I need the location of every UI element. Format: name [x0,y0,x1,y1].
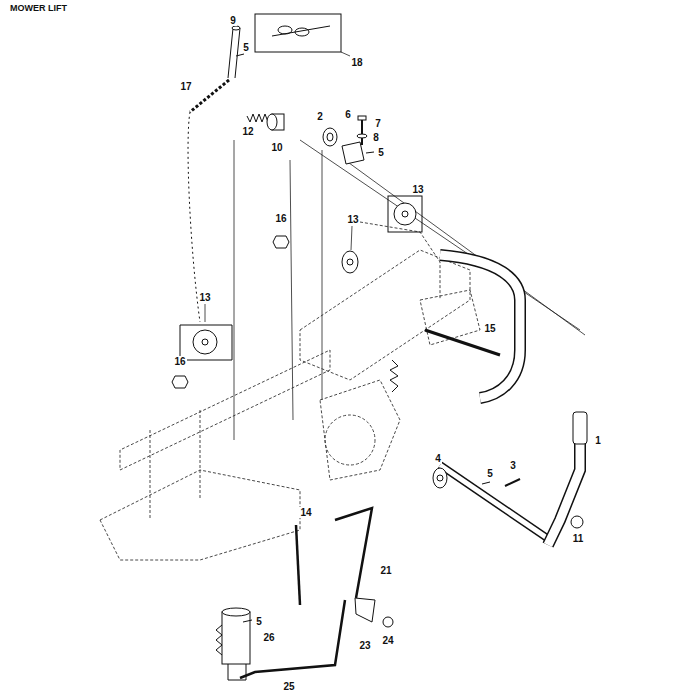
frame-outline [325,415,375,465]
part-drawing [323,128,337,146]
callout-number: 8 [372,132,380,143]
callout-number: 16 [274,213,287,224]
callout-number: 18 [350,57,363,68]
callout-number: 4 [434,453,442,464]
frame-outline [150,410,200,520]
part-drawing [342,251,358,273]
callout-number: 9 [229,15,237,26]
part-drawing [216,625,222,655]
callout-number: 6 [344,109,352,120]
part-drawing [327,133,333,141]
guide-line [345,160,585,335]
guide-line [322,150,323,400]
guide-line [290,160,293,420]
callout-number: 11 [572,533,585,544]
callout-number: 21 [379,565,392,576]
frame-outline [360,222,440,300]
part-drawing [222,612,250,664]
part-drawing [357,134,367,138]
callout-number: 26 [262,632,275,643]
diagram-title: MOWER LIFT [10,3,67,14]
callout-number: 10 [270,142,283,153]
part-drawing [440,255,520,398]
frame-outline [420,290,480,345]
part-drawing [240,600,345,678]
guide-line [351,226,352,250]
callout-number: 1 [594,435,602,446]
guide-line [205,52,585,440]
part-drawing [335,508,372,598]
part-drawing [296,525,300,605]
callout-number: 16 [173,356,186,367]
part-drawing [236,54,244,56]
callout-number: 7 [374,118,382,129]
guide-line [341,52,350,56]
part-drawing [402,211,408,217]
part-drawing [390,360,398,392]
callout-number: 25 [282,681,295,692]
part-drawing [188,112,200,322]
callout-number: 5 [377,147,385,158]
part-drawing [243,620,252,622]
part-drawing [440,465,550,540]
callout-number: 12 [241,126,254,137]
callout-number: 2 [316,111,324,122]
frame-outline [100,470,300,560]
callout-number: 13 [198,292,211,303]
guide-line [205,304,206,322]
part-drawing [388,196,422,232]
part-drawing [358,116,366,120]
part-drawing [437,475,443,481]
guide-line [234,140,235,440]
part-drawing [440,255,520,398]
part-drawing [267,114,277,130]
part-drawing [394,203,416,225]
part-drawing [172,376,188,388]
part-drawing [440,465,550,540]
callout-number: 24 [381,635,394,646]
callout-number: 13 [346,214,359,225]
part-drawing [190,80,229,112]
part-drawing [573,412,587,444]
part-drawing [342,142,364,164]
part-drawing [172,14,587,680]
part-drawing [347,259,353,265]
frame-outline [300,250,470,380]
part-drawing [273,236,289,248]
callout-number: 17 [179,81,192,92]
part-drawing [505,479,520,486]
callout-number: 5 [486,468,494,479]
part-drawing [228,28,240,78]
part-drawing [202,339,208,345]
part-drawing [361,120,363,145]
callout-number: 14 [299,507,312,518]
part-drawing [425,330,500,355]
part-drawing [193,330,217,354]
frame-outline [100,222,480,560]
part-drawing [255,14,341,52]
part-drawing [180,325,232,360]
callout-number: 3 [509,460,517,471]
part-drawing [355,598,375,622]
part-drawing [232,26,240,30]
callout-number: 23 [358,640,371,651]
callout-number: 15 [483,323,496,334]
callout-number: 5 [255,616,263,627]
part-drawing [433,468,447,488]
frame-outline [120,350,330,470]
part-drawing [222,608,250,616]
part-drawing [571,516,583,528]
frame-outline [320,380,400,480]
callout-number: 13 [411,184,424,195]
part-drawing [383,617,393,627]
part-drawing [272,26,330,36]
part-drawing [366,152,374,153]
callout-number: 5 [242,42,250,53]
part-drawing [482,482,490,484]
